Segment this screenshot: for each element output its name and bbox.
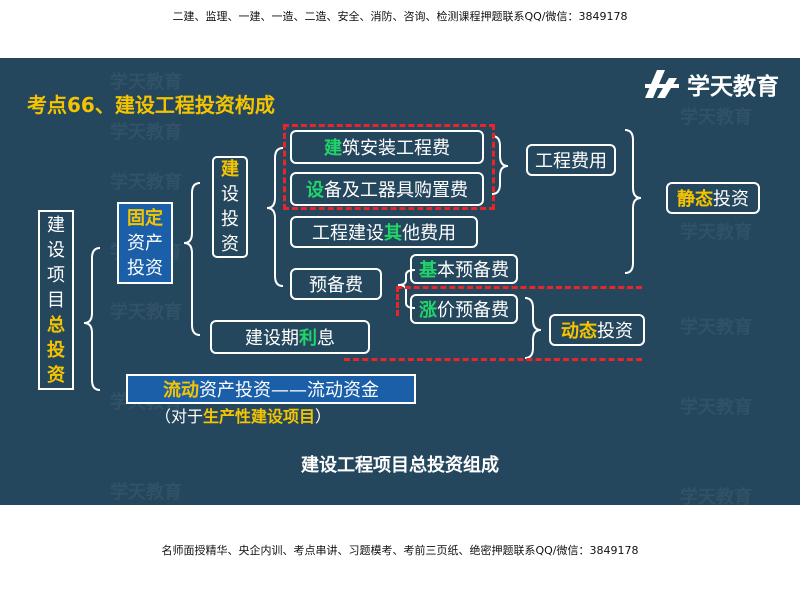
node-building-installation-cost: 建筑安装工程费	[290, 130, 484, 164]
bracket-static	[624, 129, 642, 274]
node-text: 资	[221, 234, 239, 255]
dashed-line-top	[396, 286, 642, 289]
node-dynamic-investment: 动态投资	[549, 314, 645, 346]
node-text-highlight: 流动	[163, 380, 199, 401]
watermark-text: 学天教育	[110, 302, 182, 323]
node-text-highlight: 静态	[677, 189, 713, 210]
connector-lines	[83, 129, 642, 391]
node-basic-reserve: 基本预备费	[410, 254, 518, 284]
node-text-highlight: 建	[324, 138, 342, 159]
watermark-text: 学天教育	[110, 122, 182, 143]
node-text: 项	[47, 264, 65, 286]
node-text: 设	[47, 239, 65, 261]
node-text: 建	[47, 214, 65, 236]
dashed-line-left	[396, 286, 399, 316]
slide: 学天教育学天教育学天教育学天教育学天教育学天教育学天教育学天教育学天教育学天教育…	[0, 58, 800, 505]
node-fixed-asset-investment: 固定 资产 投资	[117, 202, 173, 284]
watermark-text: 学天教育	[680, 317, 752, 338]
node-text: 息	[317, 328, 335, 349]
node-other-construction-cost: 工程建设其他费用	[290, 216, 478, 248]
note-text: （对于	[155, 407, 204, 426]
node-text: 工程建设	[312, 223, 384, 244]
node-text-highlight: 设	[306, 180, 324, 201]
watermark-text: 学天教育	[680, 222, 752, 243]
note-text: ）	[315, 407, 332, 426]
node-text: 资产投资——流动资金	[199, 380, 379, 401]
logo-text: 学天教育	[687, 74, 779, 100]
node-equipment-purchase-cost: 设备及工器具购置费	[290, 172, 484, 206]
node-text-highlight: 投	[47, 339, 65, 361]
node-construction-investment: 建 设 投 资	[212, 156, 248, 258]
node-text: 目	[47, 289, 65, 311]
bracket-fixed	[183, 182, 201, 336]
node-text-highlight: 其	[384, 223, 402, 244]
bracket-dynamic	[524, 297, 542, 359]
diagram-caption: 建设工程项目总投资组成	[301, 455, 499, 476]
node-total-investment: 建 设 项 目 总 投 资	[38, 210, 74, 390]
bracket-engineering	[491, 135, 509, 195]
dashed-highlight-static	[283, 124, 495, 210]
page-footer: 名师面授精华、央企内训、考点串讲、习题模考、考前三页纸、绝密押题联系QQ/微信：…	[161, 544, 639, 557]
node-text: 建设期	[245, 328, 299, 349]
node-text: 价预备费	[437, 300, 509, 321]
node-text: 本预备费	[437, 260, 509, 281]
node-text: 他费用	[402, 223, 456, 244]
node-text: 投资	[127, 257, 163, 279]
bracket-reserve	[397, 269, 416, 309]
note-text-highlight: 生产性建设项目	[203, 407, 316, 426]
watermark-text: 学天教育	[110, 482, 182, 503]
node-text: 筑安装工程费	[342, 138, 450, 159]
node-static-investment: 静态投资	[666, 182, 760, 214]
node-text: 设	[221, 184, 239, 205]
watermark-text: 学天教育	[110, 172, 182, 193]
xuetian-logo-icon	[645, 70, 679, 98]
node-text-highlight: 动态	[561, 321, 597, 342]
node-reserve-fund: 预备费	[290, 268, 382, 300]
node-text-highlight: 固定	[127, 207, 163, 229]
node-text-highlight: 利	[299, 328, 317, 349]
node-construction-period-interest: 建设期利息	[210, 320, 370, 354]
node-price-reserve: 涨价预备费	[410, 294, 518, 324]
node-text-highlight: 建	[221, 159, 239, 180]
node-text: 备及工器具购置费	[324, 180, 468, 201]
watermark-text: 学天教育	[110, 72, 182, 93]
production-project-note: （对于生产性建设项目）	[155, 403, 331, 427]
bracket-total	[83, 247, 101, 391]
watermark-text: 学天教育	[680, 107, 752, 128]
slide-title: 考点66、建设工程投资构成	[27, 93, 275, 117]
node-text: 预备费	[309, 275, 363, 296]
node-text: 投	[221, 209, 239, 230]
dashed-line-bottom	[344, 358, 642, 361]
node-text-highlight: 总	[47, 314, 65, 336]
watermark-text: 学天教育	[680, 397, 752, 418]
node-text-highlight: 涨	[419, 300, 437, 321]
watermark-text: 学天教育	[680, 487, 752, 505]
node-text-highlight: 基	[419, 260, 437, 281]
node-engineering-cost: 工程费用	[526, 144, 616, 176]
node-text-highlight: 资	[47, 364, 65, 386]
node-text: 投资	[597, 321, 633, 342]
page-header: 二建、监理、一建、一造、二造、安全、消防、咨询、检测课程押题联系QQ/微信：38…	[172, 10, 628, 23]
node-text: 投资	[713, 189, 749, 210]
node-text: 资产	[127, 232, 163, 254]
logo: 学天教育	[643, 64, 779, 104]
bracket-construction	[266, 147, 284, 287]
node-text: 工程费用	[535, 151, 607, 172]
node-current-asset-investment: 流动资产投资——流动资金	[126, 374, 416, 404]
